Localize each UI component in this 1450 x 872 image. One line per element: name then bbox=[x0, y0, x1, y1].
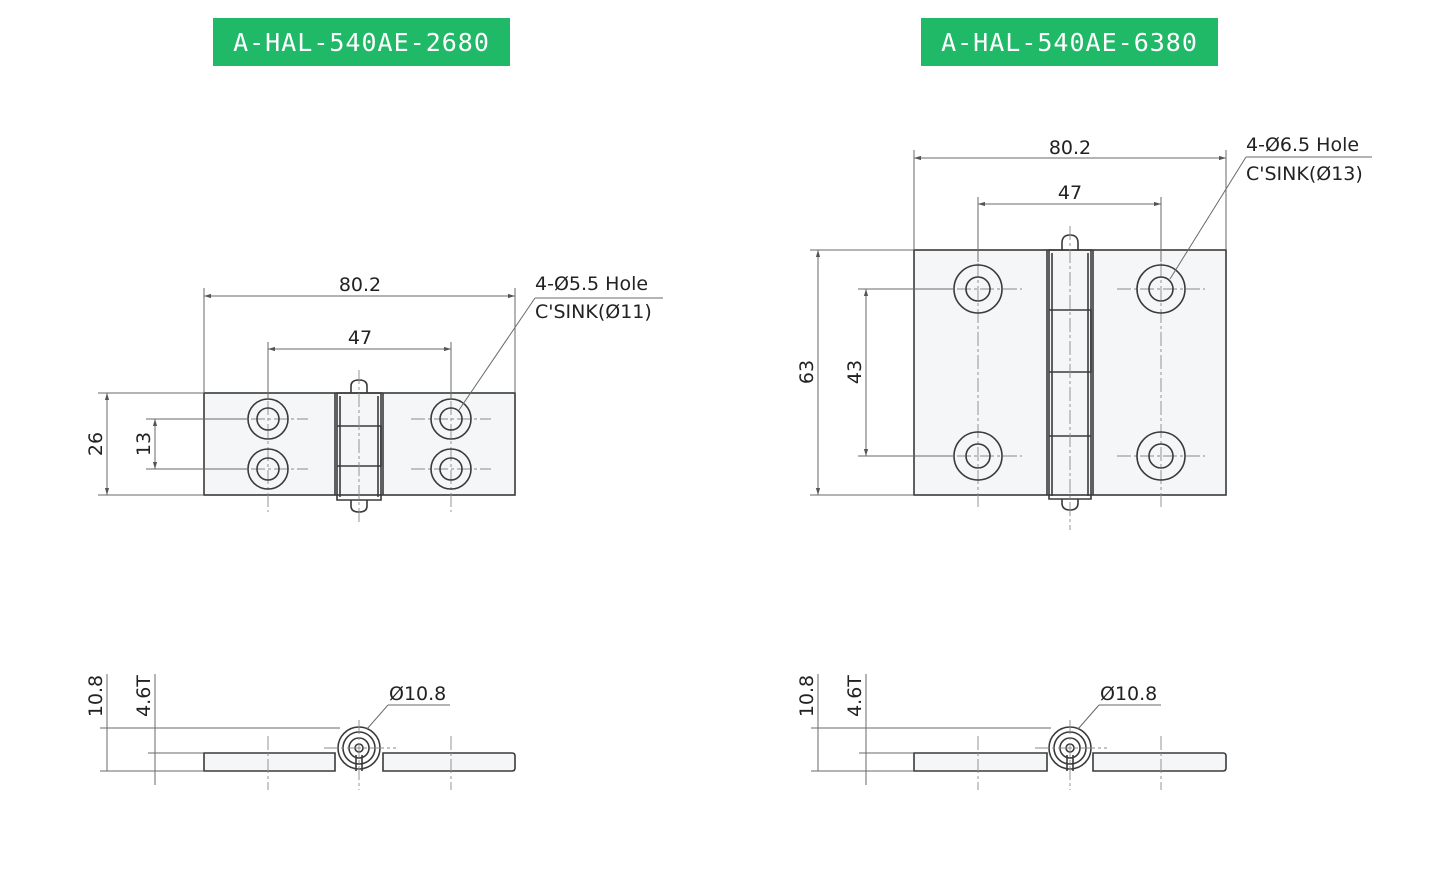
csink-spec-6380: C'SINK(Ø13) bbox=[1246, 163, 1363, 185]
dim-height-2680: 26 bbox=[85, 432, 107, 456]
dim-height-pitch-2680: 13 bbox=[133, 432, 155, 456]
hinge-2680-side-view: 10.8 4.6T Ø10.8 bbox=[85, 674, 516, 790]
dim-total-height-6380: 10.8 bbox=[796, 675, 818, 717]
model-label-2680: A-HAL-540AE-2680 bbox=[213, 18, 510, 66]
dim-width-2680: 80.2 bbox=[339, 274, 381, 296]
dim-thickness-6380: 4.6T bbox=[844, 675, 866, 717]
hinge-6380-top-view: 80.2 47 63 43 4-Ø6.5 Hole C'SINK(Ø13) bbox=[796, 134, 1372, 530]
dim-height-6380: 63 bbox=[796, 360, 818, 384]
dim-knuckle-2680: Ø10.8 bbox=[389, 683, 446, 705]
dim-pitch-2680: 47 bbox=[348, 327, 372, 349]
dim-thickness-2680: 4.6T bbox=[133, 675, 155, 717]
hinge-2680-plate bbox=[203, 392, 516, 496]
dim-height-pitch-6380: 43 bbox=[844, 360, 866, 384]
hole-spec-2680: 4-Ø5.5 Hole bbox=[535, 273, 648, 295]
dim-total-height-2680: 10.8 bbox=[85, 675, 107, 717]
hinge-2680-top-view: 80.2 47 26 13 4-Ø5.5 Hole C'SINK(Ø11) bbox=[85, 273, 663, 522]
csink-spec-2680: C'SINK(Ø11) bbox=[535, 301, 652, 323]
dim-knuckle-6380: Ø10.8 bbox=[1100, 683, 1157, 705]
dim-pitch-6380: 47 bbox=[1058, 182, 1082, 204]
model-label-6380: A-HAL-540AE-6380 bbox=[921, 18, 1218, 66]
hole-spec-6380: 4-Ø6.5 Hole bbox=[1246, 134, 1359, 156]
dim-width-6380: 80.2 bbox=[1049, 137, 1091, 159]
hinge-6380-side-view: 10.8 4.6T Ø10.8 bbox=[796, 674, 1227, 790]
